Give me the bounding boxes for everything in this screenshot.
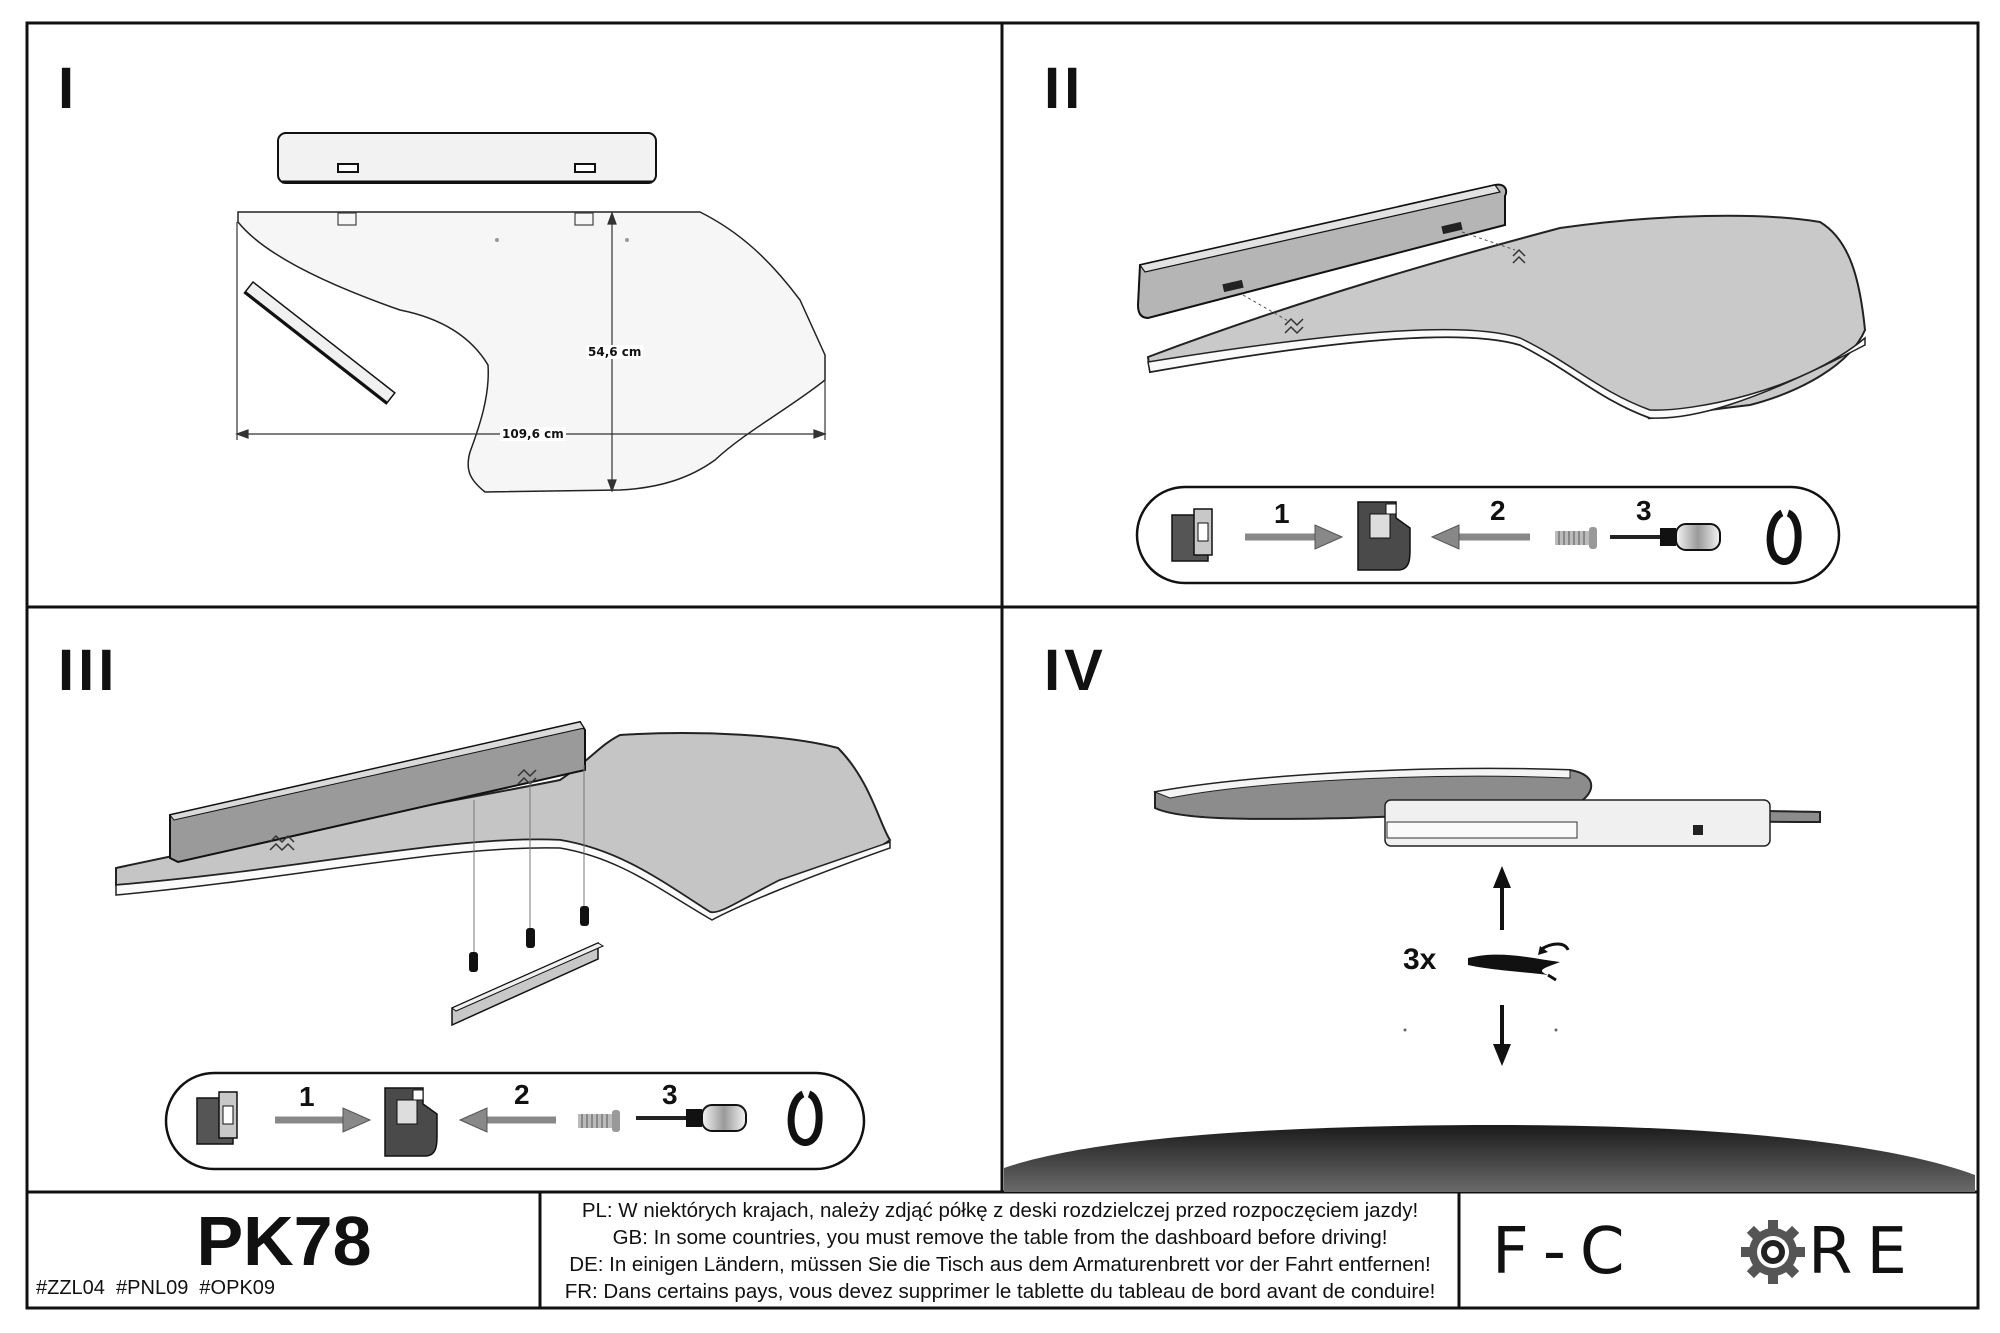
warning-de: DE: In einigen Ländern, müssen Sie die T…	[569, 1253, 1431, 1276]
arrow-right-icon	[1314, 524, 1344, 550]
wooden-bar	[243, 280, 396, 405]
clip-part-icon	[196, 1091, 238, 1145]
clip-slot-left	[337, 163, 359, 173]
panel-3-drawing	[115, 720, 892, 1171]
arrow-up-icon	[1493, 866, 1511, 888]
rotate-icon	[787, 1090, 823, 1146]
screwdriver-icon	[636, 1104, 747, 1132]
arrow-down-icon	[1493, 1044, 1511, 1066]
step-number-3: 3	[1636, 495, 1652, 526]
step-number-1: 1	[299, 1081, 315, 1112]
step-number-2: 2	[1490, 495, 1506, 526]
twist-icon	[1468, 954, 1560, 975]
panel-2-numeral: II	[1044, 56, 1085, 121]
screwdriver-icon	[1610, 523, 1721, 551]
clip-slot-right	[574, 163, 596, 173]
brand-logo-right: RE	[1808, 1215, 1921, 1289]
panel-2-drawing	[1135, 183, 1867, 585]
arrow-left-icon	[1430, 524, 1460, 550]
panel-1-numeral: I	[58, 56, 79, 121]
panel-4-drawing	[1004, 767, 1975, 1192]
warning-gb: GB: In some countries, you must remove t…	[612, 1226, 1388, 1249]
step-number-1: 1	[1274, 498, 1290, 529]
brand-logo-left: F-C	[1492, 1215, 1639, 1289]
gear-icon	[1741, 1220, 1805, 1284]
clip-assembled-icon	[384, 1087, 438, 1157]
screw-icon	[578, 1110, 620, 1132]
clip-assembled-icon	[1357, 501, 1411, 571]
warning-fr: FR: Dans certains pays, vous devez suppr…	[564, 1280, 1436, 1303]
step-number-2: 2	[514, 1079, 530, 1110]
rotate-icon	[1766, 509, 1802, 565]
panel-4-numeral: IV	[1044, 638, 1107, 703]
product-tags: #ZZL04 #PNL09 #OPK09	[36, 1277, 276, 1299]
product-code: PK78	[196, 1202, 372, 1280]
repeat-count-label: 3x	[1403, 943, 1437, 976]
arrow-right-icon	[342, 1107, 372, 1133]
clip-part-icon	[1171, 508, 1213, 562]
arrow-left-icon	[458, 1107, 488, 1133]
height-dimension-label: 54,6 cm	[586, 345, 644, 359]
screw-icon	[1555, 527, 1597, 549]
tray-top-view	[237, 211, 826, 493]
panel-3-numeral: III	[58, 638, 119, 703]
warning-pl: PL: W niektórych krajach, należy zdjąć p…	[581, 1199, 1419, 1222]
width-dimension-label: 109,6 cm	[500, 427, 566, 441]
dashboard-shape	[1004, 1125, 1975, 1192]
front-strip	[277, 132, 657, 184]
step-number-3: 3	[662, 1079, 678, 1110]
